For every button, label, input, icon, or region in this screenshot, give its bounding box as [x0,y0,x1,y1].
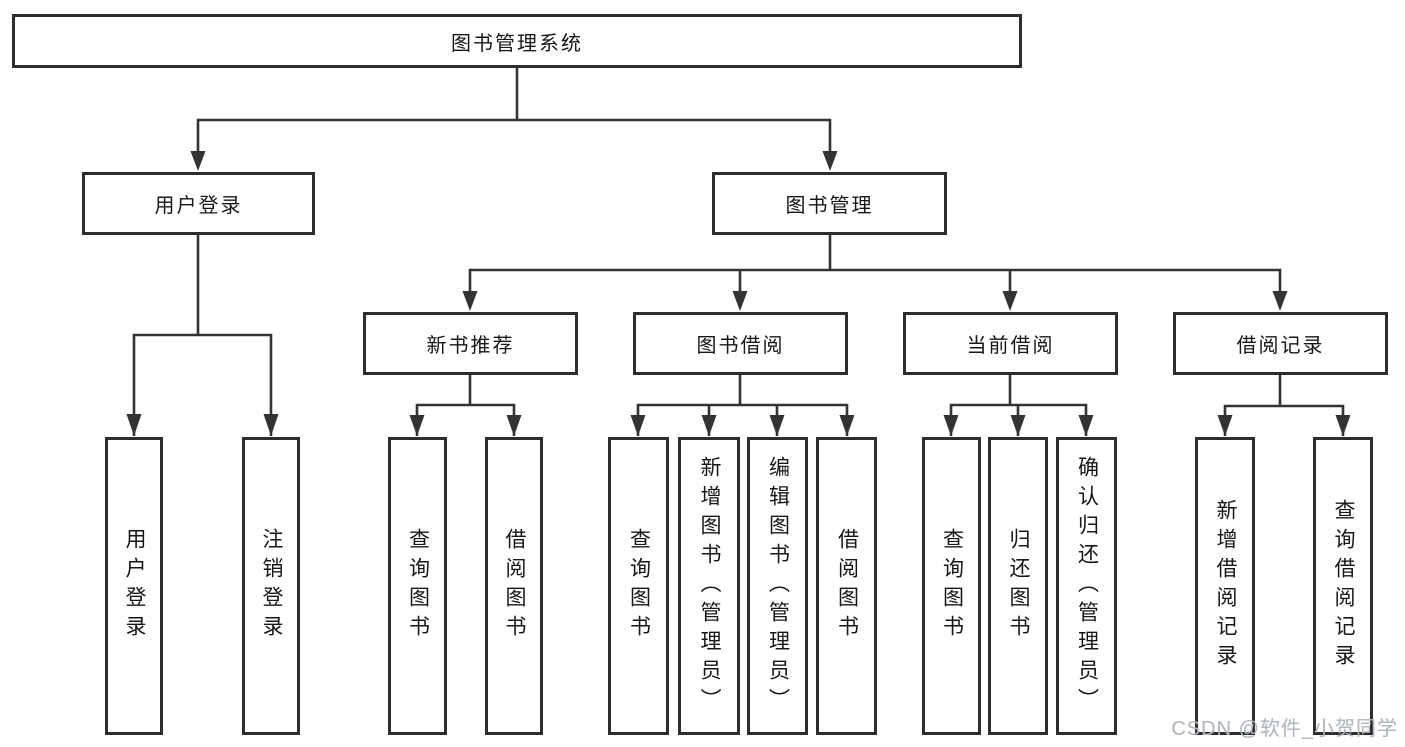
arrowhead [1272,291,1288,311]
leaf-label: 新增图书（管理员） [698,455,722,717]
leaf-borrow-book-recommend: 借阅图书 [485,437,543,735]
node-root-label: 图书管理系统 [451,32,583,55]
arrowhead [1010,415,1026,436]
arrowhead [1078,415,1094,436]
connector-line [196,118,832,156]
leaf-label: 确认归还（管理员） [1075,455,1099,717]
arrowhead [630,415,646,436]
arrowhead [263,414,279,436]
leaf-label: 借阅图书 [835,528,859,644]
node-label: 当前借阅 [966,335,1055,357]
arrowhead [943,415,959,436]
arrowhead [1217,415,1233,436]
node-borrow-record: 借阅记录 [1173,312,1388,375]
node-label: 借阅记录 [1236,335,1325,357]
connector-line [132,333,273,436]
arrowhead [769,415,785,436]
arrowhead [732,291,748,311]
leaf-label: 用户登录 [123,528,147,644]
node-label: 用户登录 [154,195,243,217]
leaf-edit-book-admin: 编辑图书（管理员） [747,437,808,735]
arrowhead [126,414,142,436]
leaf-label: 归还图书 [1007,528,1031,644]
leaf-label: 查询借阅记录 [1332,499,1356,673]
leaf-label: 注销登录 [260,528,284,644]
arrowhead [701,415,717,436]
leaf-query-book-borrow: 查询图书 [608,437,669,735]
connector-line [468,268,1282,300]
arrowhead [839,415,855,436]
connector-line [636,403,849,436]
watermark-text: CSDN @软件_小贺同学 [1171,718,1398,740]
leaf-label: 借阅图书 [503,528,527,644]
arrowhead [506,415,522,436]
connector-line [1223,404,1345,436]
leaf-query-borrow-record: 查询借阅记录 [1313,437,1373,735]
arrowhead [1002,291,1018,311]
node-label: 图书管理 [785,195,874,217]
arrowhead [1335,415,1351,436]
leaf-add-book-admin: 新增图书（管理员） [678,437,740,735]
leaf-borrow-book: 借阅图书 [816,437,877,735]
node-user-login: 用户登录 [82,172,315,235]
leaf-return-book: 归还图书 [988,437,1048,735]
connector-line [415,403,516,436]
leaf-label: 查询图书 [406,528,430,644]
node-root: 图书管理系统 [12,14,1022,68]
arrowhead [462,291,478,311]
node-label: 新书推荐 [426,335,515,357]
leaf-label: 新增借阅记录 [1214,499,1238,673]
node-current-borrow: 当前借阅 [903,312,1118,375]
leaf-label: 编辑图书（管理员） [766,455,790,717]
leaf-confirm-return-admin: 确认归还（管理员） [1056,437,1117,735]
arrowhead [190,151,206,171]
leaf-user-login: 用户登录 [105,437,163,735]
leaf-logout: 注销登录 [242,437,300,735]
leaf-query-book-recommend: 查询图书 [388,437,447,735]
node-new-book-recommend: 新书推荐 [363,312,578,375]
arrowhead [822,151,838,171]
node-label: 图书借阅 [696,335,785,357]
node-book-management: 图书管理 [712,172,947,235]
leaf-label: 查询图书 [940,528,964,644]
leaf-add-borrow-record: 新增借阅记录 [1195,437,1255,735]
node-book-borrow: 图书借阅 [633,312,848,375]
leaf-query-book-current: 查询图书 [922,437,981,735]
arrowhead [409,415,425,436]
leaf-label: 查询图书 [627,528,651,644]
